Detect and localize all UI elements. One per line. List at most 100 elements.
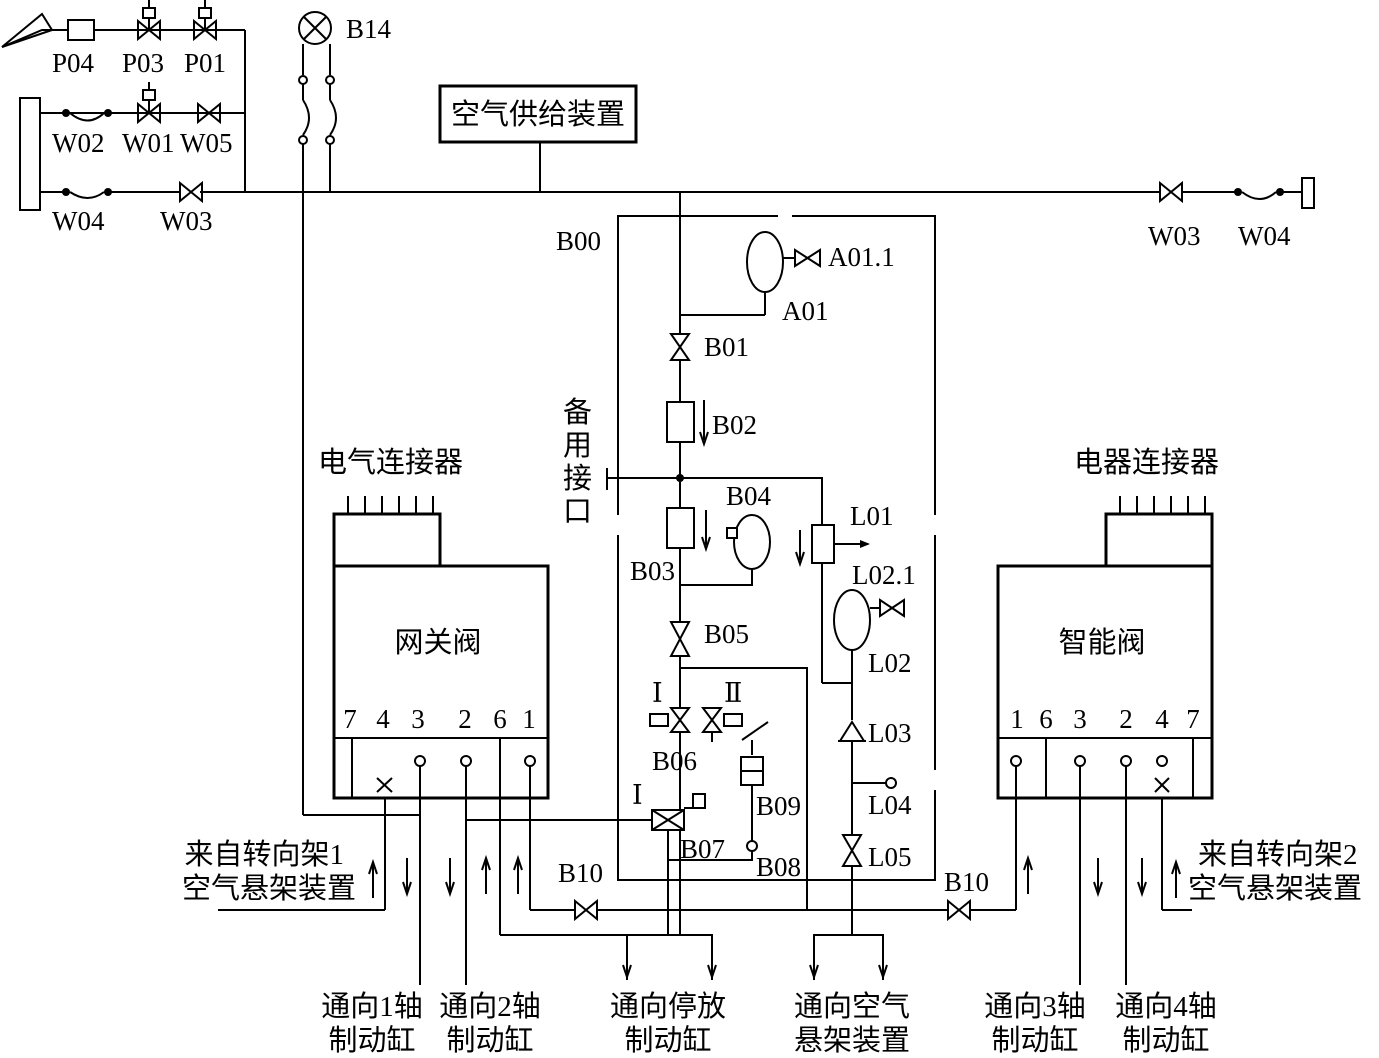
gateway-pin: 1	[522, 704, 536, 734]
label-w05: W05	[180, 128, 232, 158]
axle2-line1: 通向2轴	[439, 990, 541, 1023]
b00-frame	[616, 215, 937, 881]
l04-test-point-icon	[885, 777, 897, 789]
gateway-ports	[218, 738, 668, 985]
gateway-valve-name: 网关阀	[394, 626, 481, 659]
axle3-line2: 制动缸	[991, 1024, 1078, 1057]
gateway-pin: 6	[493, 704, 507, 734]
label-b10-right: B10	[944, 867, 989, 897]
roman-i-b06: Ⅰ	[652, 678, 663, 708]
air-susp-outlet	[809, 934, 888, 981]
b03-filter-icon	[666, 507, 695, 549]
gateway-valve-box	[332, 564, 550, 800]
gateway-pin: 2	[458, 704, 472, 734]
label-p01: P01	[184, 48, 226, 78]
label-b01: B01	[704, 332, 749, 362]
label-b05: B05	[704, 619, 749, 649]
b09-pressure-switch-icon	[668, 721, 769, 861]
label-l04: L04	[868, 790, 912, 820]
air-supply-label: 空气供给装置	[451, 98, 625, 131]
spare-port-char-3: 接	[563, 462, 592, 495]
b05-valve-icon	[669, 621, 691, 657]
label-w03-left: W03	[160, 206, 212, 236]
l02-reservoir-icon	[833, 589, 905, 720]
label-a01-1: A01.1	[828, 242, 895, 272]
right-end-assembly	[1159, 177, 1315, 209]
smart-pin: 4	[1155, 704, 1169, 734]
label-p04: P04	[52, 48, 95, 78]
l03-check-valve-icon	[838, 720, 866, 835]
label-l02-1: L02.1	[852, 560, 916, 590]
label-w04-left: W04	[52, 206, 105, 236]
label-b07: B07	[680, 834, 725, 864]
label-l01: L01	[850, 501, 894, 531]
smart-pin: 3	[1073, 704, 1087, 734]
b06-solenoid-valves-icon	[649, 707, 743, 742]
parking-line2: 制动缸	[624, 1024, 711, 1057]
l01-valve-icon	[811, 524, 835, 564]
label-l02: L02	[868, 648, 912, 678]
smart-pin: 6	[1039, 704, 1053, 734]
axle4-line1: 通向4轴	[1115, 990, 1217, 1023]
air-supply-box	[438, 84, 638, 144]
a01-reservoir-icon	[680, 231, 821, 316]
label-b06: B06	[652, 746, 697, 776]
spare-port-char-1: 备	[563, 396, 592, 429]
label-b04: B04	[726, 481, 772, 511]
from-bogie2-line1: 来自转向架2	[1198, 838, 1358, 871]
label-w04-right: W04	[1238, 221, 1291, 251]
smart-pin: 2	[1119, 704, 1133, 734]
b14-lamp-icon	[298, 11, 337, 815]
b04-reservoir-icon	[680, 514, 771, 586]
smart-connector-icon	[1104, 496, 1214, 568]
b10-left-valve-icon	[574, 898, 598, 922]
smart-valve-box	[996, 564, 1214, 800]
air-susp-line2: 悬架装置	[794, 1024, 910, 1057]
gateway-connector-label: 电气连接器	[318, 446, 463, 479]
label-b02: B02	[712, 410, 757, 440]
smart-connector-label: 电器连接器	[1074, 446, 1219, 479]
spare-port-char-4: 口	[563, 496, 592, 528]
label-w03-right: W03	[1148, 221, 1200, 251]
label-a01: A01	[782, 296, 829, 326]
label-b14: B14	[346, 14, 392, 44]
b02-filter-icon	[666, 401, 695, 443]
b01-valve-icon	[669, 333, 691, 361]
label-b10-left: B10	[558, 858, 603, 888]
from-bogie1-line1: 来自转向架1	[184, 838, 344, 871]
smart-valve-name: 智能阀	[1058, 626, 1145, 659]
label-b03: B03	[630, 556, 675, 586]
from-bogie1-line2: 空气悬架装置	[182, 872, 356, 905]
l05-valve-icon	[841, 834, 863, 867]
axle4-line2: 制动缸	[1122, 1024, 1209, 1057]
label-w02: W02	[52, 128, 104, 158]
smart-pin: 7	[1186, 704, 1200, 734]
label-l05: L05	[868, 842, 912, 872]
spare-port-char-2: 用	[563, 430, 592, 462]
label-l03: L03	[868, 718, 912, 748]
b10-right-valve-icon	[947, 898, 971, 922]
gateway-connector-icon	[332, 496, 442, 568]
smart-ports	[1010, 738, 1194, 985]
gateway-pin: 7	[343, 704, 357, 734]
from-bogie2-line2: 空气悬架装置	[1188, 872, 1362, 905]
parking-line1: 通向停放	[610, 990, 726, 1023]
label-b08: B08	[756, 852, 801, 882]
label-b09: B09	[756, 791, 801, 821]
roman-i-b07: Ⅰ	[632, 780, 643, 810]
axle1-line2: 制动缸	[328, 1024, 415, 1057]
gateway-pin: 4	[376, 704, 390, 734]
roman-ii-b06: Ⅱ	[724, 678, 742, 708]
b07-solenoid-valve-icon	[466, 793, 706, 935]
axle1-line1: 通向1轴	[321, 990, 423, 1023]
axle2-line2: 制动缸	[446, 1024, 533, 1057]
axle3-line1: 通向3轴	[984, 990, 1086, 1023]
left-end-assembly	[1, 0, 246, 211]
label-p03: P03	[122, 48, 164, 78]
air-susp-line1: 通向空气	[794, 990, 910, 1023]
label-w01: W01	[122, 128, 174, 158]
label-b00: B00	[556, 226, 601, 256]
smart-pin: 1	[1010, 704, 1024, 734]
gateway-pin: 3	[411, 704, 425, 734]
